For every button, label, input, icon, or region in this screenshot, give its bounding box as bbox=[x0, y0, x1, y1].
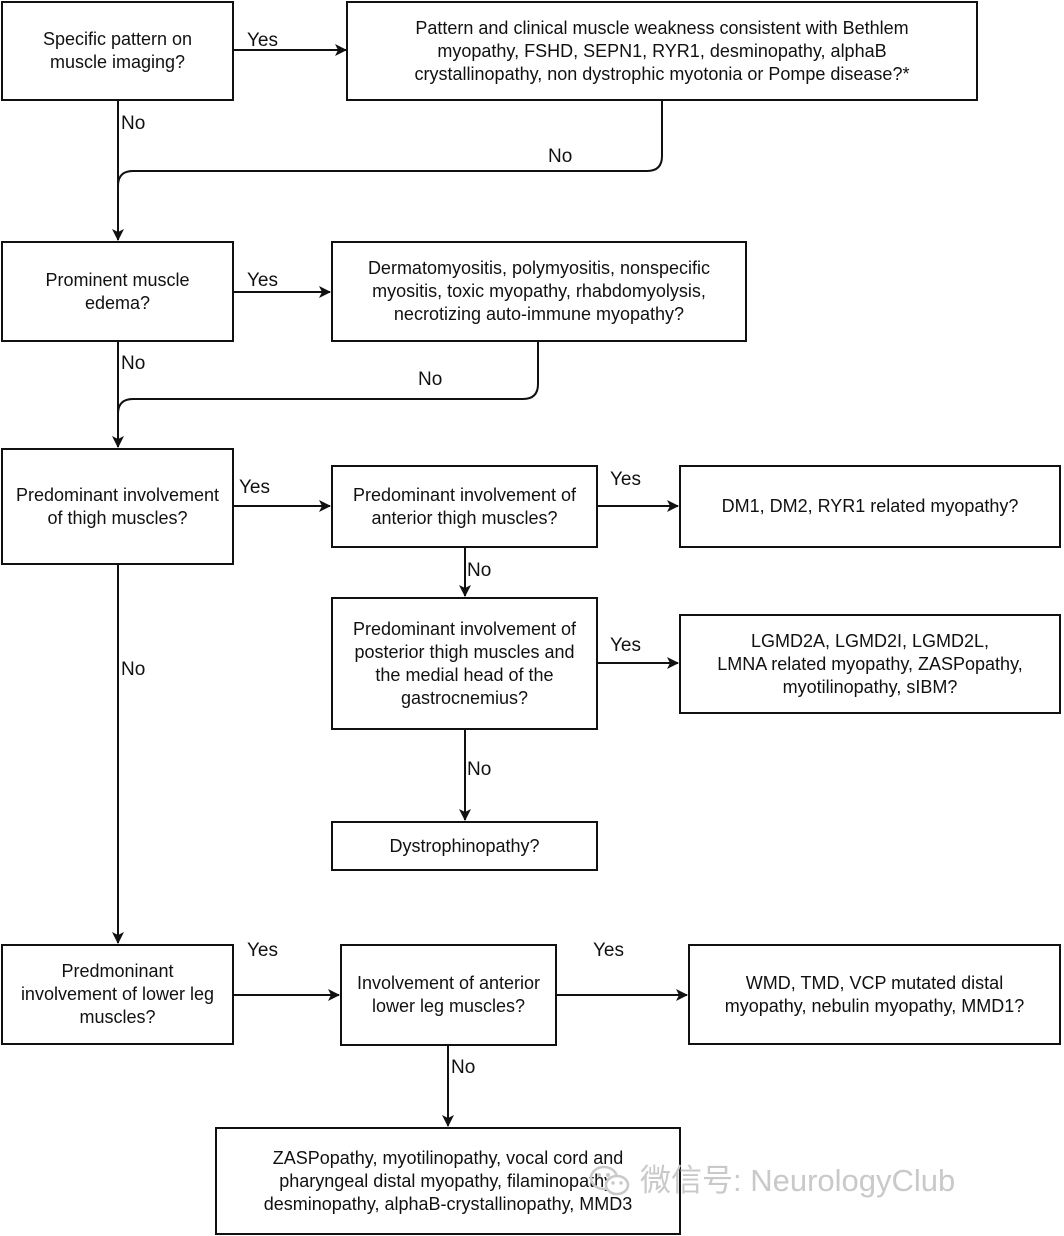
edge-label-ant-thigh-no: No bbox=[467, 560, 492, 581]
node-text-line: Predominant involvement bbox=[15, 484, 220, 505]
node-anterior-thigh: Predominant involvement of anterior thig… bbox=[331, 465, 598, 548]
node-text-line: Involvement of anterior bbox=[356, 973, 541, 993]
edge-label-ant-thigh-yes: Yes bbox=[610, 469, 641, 490]
node-text-line: lower leg muscles? bbox=[371, 996, 526, 1016]
edge-label-thigh-yes: Yes bbox=[239, 477, 270, 498]
node-anterior-lower-leg: Involvement of anterior lower leg muscle… bbox=[340, 944, 557, 1046]
node-edema-result: Dermatomyositis, polymyositis, nonspecif… bbox=[331, 241, 747, 342]
node-lgmd-result: LGMD2A, LGMD2I, LGMD2L, LMNA related myo… bbox=[679, 614, 1061, 714]
node-text-line: necrotizing auto-immune myopathy? bbox=[393, 304, 685, 324]
node-text-line: Predominant involvement of bbox=[352, 618, 577, 639]
node-text-line: gastrocnemius? bbox=[400, 687, 529, 708]
node-text-line: muscle imaging? bbox=[49, 52, 186, 72]
node-thigh-involvement: Predominant involvement of thigh muscles… bbox=[1, 448, 234, 565]
node-text-line: pharyngeal distal myopathy, filaminopath… bbox=[279, 1170, 617, 1191]
node-text-line: of thigh muscles? bbox=[47, 507, 188, 528]
node-text-line: Predominant involvement of bbox=[352, 484, 577, 505]
watermark: 微信号: NeurologyClub bbox=[588, 1163, 955, 1199]
edge-label-edema-yes: Yes bbox=[247, 270, 278, 291]
edge-label-post-thigh-no: No bbox=[467, 759, 492, 780]
edge-label-imaging-yes: Yes bbox=[247, 30, 278, 51]
node-text-line: Pattern and clinical muscle weakness con… bbox=[415, 17, 909, 38]
edge-label-edema-no: No bbox=[121, 353, 146, 374]
node-text-line: Specific pattern on bbox=[42, 29, 193, 49]
node-text-line: Predmoninant bbox=[61, 961, 174, 981]
node-text-line: desminopathy, alphaB-crystallinopathy, M… bbox=[263, 1193, 633, 1214]
node-text-line: myopathy, FSHD, SEPN1, RYR1, desminopath… bbox=[437, 40, 887, 61]
node-specific-pattern-imaging: Specific pattern on muscle imaging? bbox=[1, 1, 234, 101]
edge-edema-result-no bbox=[117, 342, 539, 415]
node-text-line: Dystrophinopathy? bbox=[389, 835, 540, 856]
node-pattern-result: Pattern and clinical muscle weakness con… bbox=[346, 1, 978, 101]
node-text-line: anterior thigh muscles? bbox=[371, 507, 558, 528]
node-dystrophinopathy: Dystrophinopathy? bbox=[331, 821, 598, 871]
edge-label-edema-result-no: No bbox=[418, 369, 443, 390]
edge-label-pattern-no: No bbox=[548, 146, 573, 167]
node-text-line: myotilinopathy, sIBM? bbox=[782, 676, 958, 697]
node-text-line: WMD, TMD, VCP mutated distal bbox=[745, 972, 1004, 993]
node-text-line: Prominent muscle bbox=[45, 269, 190, 290]
node-text-line: edema? bbox=[84, 292, 151, 313]
edge-pattern-no bbox=[117, 101, 663, 187]
node-text-line: posterior thigh muscles and bbox=[354, 641, 575, 662]
edge-label-imaging-no: No bbox=[121, 113, 146, 134]
node-text-line: involvement of lower leg bbox=[20, 984, 215, 1004]
node-zasp-result: ZASPopathy, myotilinopathy, vocal cord a… bbox=[215, 1127, 681, 1235]
node-text-line: Dermatomyositis, polymyositis, nonspecif… bbox=[367, 258, 711, 278]
node-text-line: DM1, DM2, RYR1 related myopathy? bbox=[721, 496, 1019, 516]
edge-label-ant-lowerleg-no: No bbox=[451, 1057, 476, 1078]
edge-label-post-thigh-yes: Yes bbox=[610, 635, 641, 656]
node-lower-leg-involvement: Predmoninant involvement of lower leg mu… bbox=[1, 944, 234, 1045]
node-text-line: LGMD2A, LGMD2I, LGMD2L, bbox=[750, 630, 990, 651]
node-text-line: LMNA related myopathy, ZASPopathy, bbox=[717, 653, 1023, 674]
edge-label-ant-lowerleg-yes: Yes bbox=[593, 940, 624, 961]
edge-label-thigh-no: No bbox=[121, 659, 146, 680]
node-wmd-result: WMD, TMD, VCP mutated distal myopathy, n… bbox=[688, 944, 1061, 1045]
node-dm-result: DM1, DM2, RYR1 related myopathy? bbox=[679, 465, 1061, 548]
node-text-line: ZASPopathy, myotilinopathy, vocal cord a… bbox=[272, 1147, 624, 1168]
node-text-line: crystallinopathy, non dystrophic myotoni… bbox=[414, 63, 910, 84]
node-text-line: myopathy, nebulin myopathy, MMD1? bbox=[724, 995, 1025, 1016]
node-text-line: the medial head of the bbox=[375, 664, 554, 685]
node-text-line: muscles? bbox=[79, 1007, 156, 1027]
edge-label-lowerleg-yes: Yes bbox=[247, 940, 278, 961]
node-posterior-thigh: Predominant involvement of posterior thi… bbox=[331, 597, 598, 730]
watermark-text: 微信号: NeurologyClub bbox=[640, 1163, 956, 1198]
node-prominent-edema: Prominent muscle edema? bbox=[1, 241, 234, 342]
wechat-icon bbox=[589, 1165, 630, 1196]
node-text-line: myositis, toxic myopathy, rhabdomyolysis… bbox=[372, 281, 706, 301]
